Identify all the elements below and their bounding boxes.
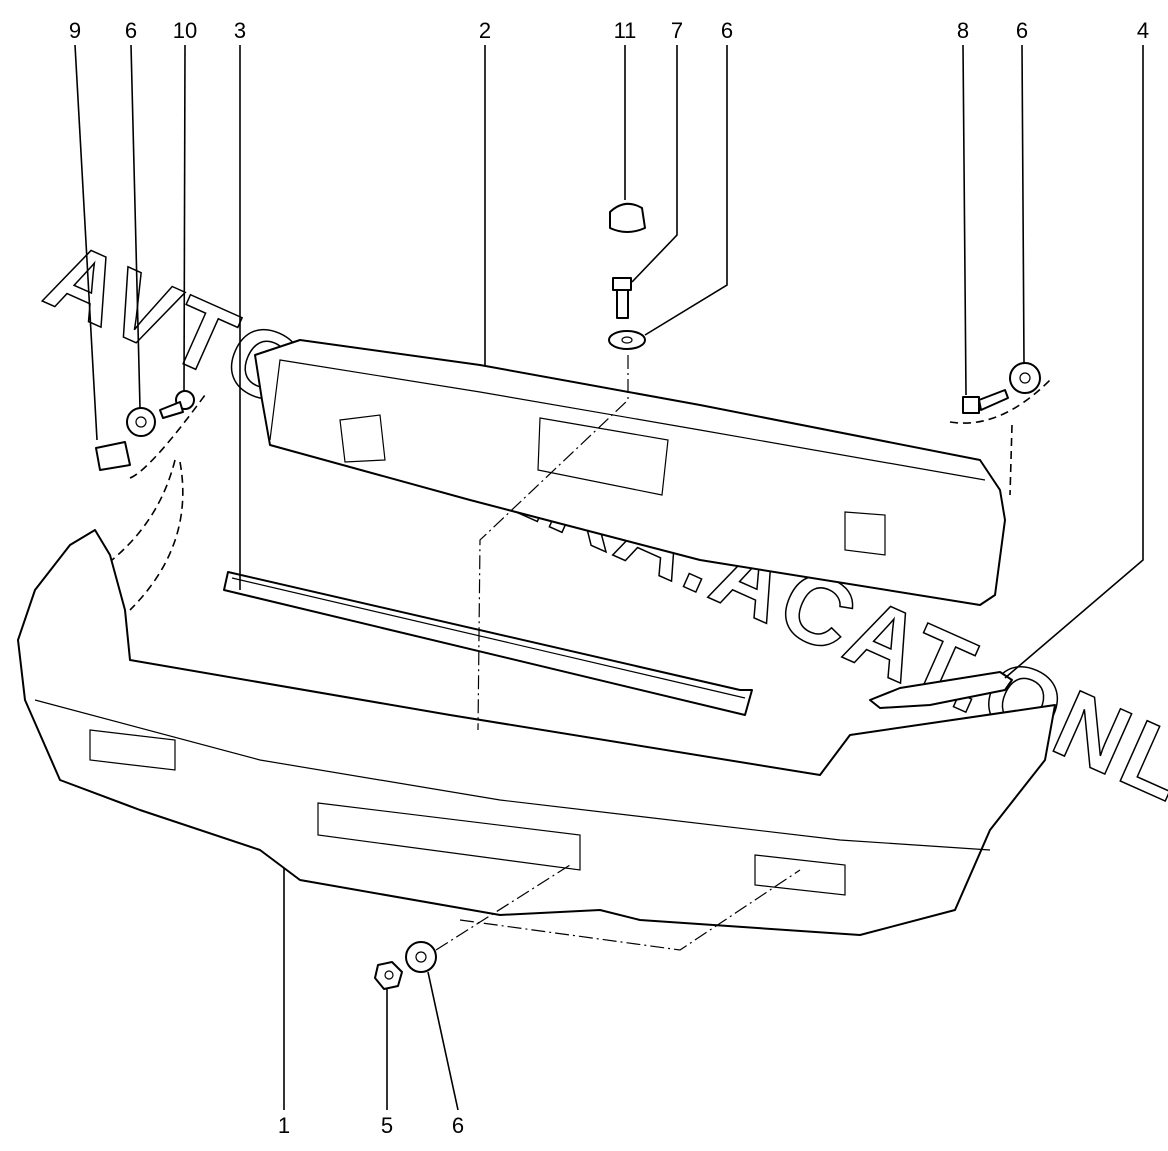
callout-9: 9 — [69, 18, 81, 43]
callout-3: 3 — [234, 18, 246, 43]
cap-11 — [609, 202, 646, 233]
reinforcement-beam — [254, 339, 1006, 606]
bumper — [17, 529, 1056, 936]
callout-6: 6 — [452, 1113, 464, 1138]
washer-6-right — [1009, 362, 1041, 394]
callout-4: 4 — [1137, 18, 1149, 43]
assembly-lines — [111, 355, 1051, 951]
washer-6-bottom — [405, 941, 437, 973]
callout-6: 6 — [721, 18, 733, 43]
callout-6: 6 — [125, 18, 137, 43]
callout-1: 1 — [278, 1113, 290, 1138]
bolt-8 — [962, 389, 1009, 414]
callout-5: 5 — [381, 1113, 393, 1138]
screw-10 — [159, 390, 195, 419]
callout-10: 10 — [173, 18, 197, 43]
nut-5 — [374, 961, 403, 990]
callouts-top: 9 6 10 3 2 11 7 6 8 6 4 — [69, 18, 1149, 43]
callout-6: 6 — [1016, 18, 1028, 43]
washer-6-left — [126, 407, 156, 437]
leader-lines — [74, 44, 1144, 1111]
bolt-7 — [612, 277, 632, 319]
callouts-bottom: 1 5 6 — [278, 1113, 464, 1138]
callout-7: 7 — [671, 18, 683, 43]
callout-2: 2 — [479, 18, 491, 43]
clip-9 — [95, 441, 131, 471]
washer-6-top — [608, 330, 646, 350]
strip — [223, 571, 753, 716]
callout-8: 8 — [957, 18, 969, 43]
side-bracket — [869, 671, 1013, 709]
callout-11: 11 — [614, 18, 637, 43]
